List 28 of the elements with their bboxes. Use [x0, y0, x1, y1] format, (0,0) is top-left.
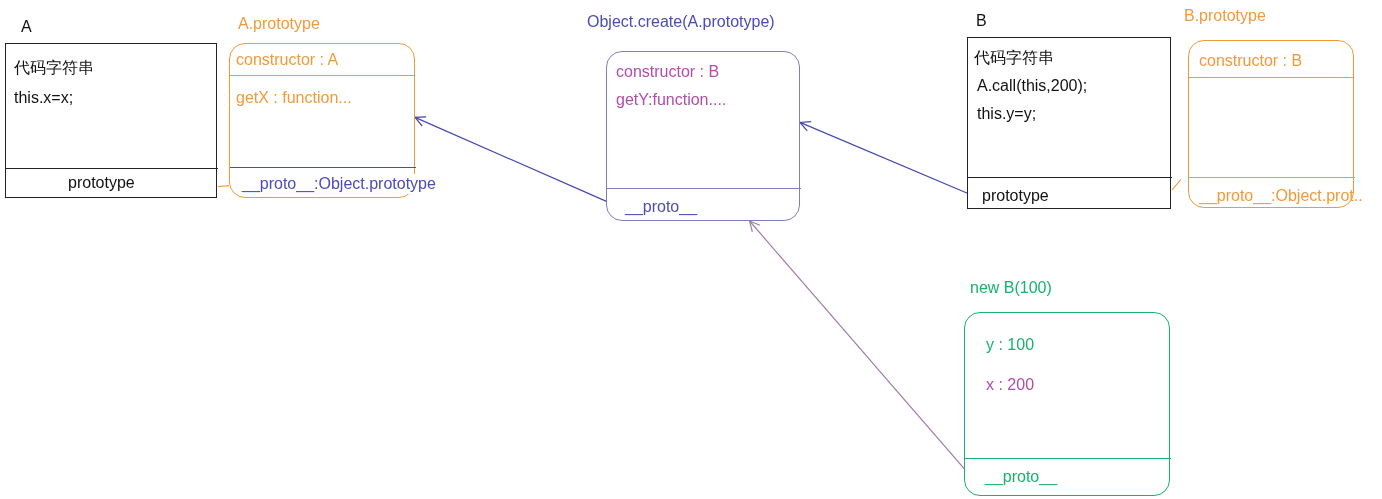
property-text: y : 100 — [986, 335, 1035, 355]
arrow — [414, 116, 608, 203]
function-label: B — [976, 11, 987, 31]
code-line: this.y=y; — [977, 104, 1037, 124]
property-text: __proto__:Object.prototype — [242, 174, 436, 194]
code-line: A.call(this,200); — [977, 76, 1088, 96]
object-label: A.prototype — [238, 14, 320, 34]
property-text: getY:function.... — [616, 90, 727, 110]
object-label: Object.create(A.prototype) — [587, 12, 775, 32]
property-text: constructor : B — [1199, 51, 1303, 71]
connector-line — [217, 185, 230, 188]
property-text: __proto__ — [985, 467, 1058, 487]
property-text: __proto__:Object.prot.. — [1199, 186, 1363, 206]
property-text: constructor : A — [236, 50, 339, 70]
arrow — [748, 220, 966, 471]
property-text: x : 200 — [986, 375, 1035, 395]
property-text: prototype — [982, 186, 1049, 206]
function-label: A — [21, 17, 32, 37]
object-label: new B(100) — [970, 278, 1052, 298]
property-text: getX : function... — [236, 88, 352, 108]
code-line: this.x=x; — [14, 88, 74, 108]
property-text: constructor : B — [616, 62, 720, 82]
arrow — [799, 121, 969, 195]
object-label: B.prototype — [1184, 6, 1266, 26]
property-text: __proto__ — [625, 197, 698, 217]
code-line: 代码字符串 — [974, 48, 1054, 68]
code-line: 代码字符串 — [14, 58, 94, 78]
property-text: prototype — [68, 173, 135, 193]
